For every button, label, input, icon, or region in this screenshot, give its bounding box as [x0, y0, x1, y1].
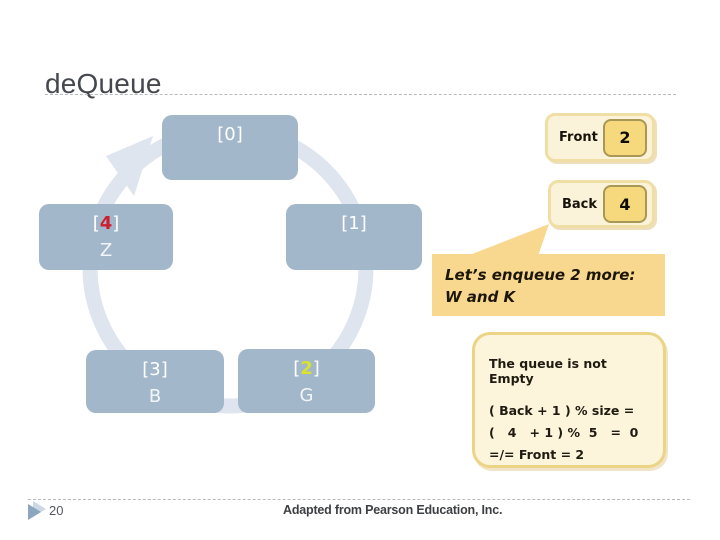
queue-status-panel: The queue is not Empty ( Back + 1 ) % si… [472, 332, 666, 468]
cell-value: Z [99, 240, 113, 261]
status-empty-word: Empty [489, 371, 534, 386]
page-number: 20 [49, 503, 64, 518]
cell-value: B [148, 386, 162, 407]
front-label: Front [559, 130, 598, 145]
formula-line-1: ( Back + 1 ) % size = [489, 403, 635, 418]
cell-index-label: [3] [142, 359, 168, 380]
footer-credit: Adapted from Pearson Education, Inc. [283, 503, 503, 517]
formula-line-3: =/= Front = 2 [489, 447, 585, 462]
status-title: The queue is not Empty [489, 356, 607, 386]
back-value: 4 [603, 185, 647, 223]
queue-cell-3: [3] B [86, 350, 224, 413]
queue-cell-2: [2] G [238, 349, 375, 413]
enqueue-callout: Let’s enqueue 2 more: W and K [432, 254, 665, 316]
queue-cell-1: [1] [286, 204, 422, 270]
footer-divider [28, 499, 690, 500]
back-tracker: Back 4 [548, 180, 655, 228]
cell-index-label: [0] [217, 124, 243, 145]
front-index-highlight: 2 [300, 358, 313, 379]
page-title: deQueue [45, 67, 162, 99]
formula-block: ( Back + 1 ) % size = ( 4 + 1 ) % 5 = 0 … [489, 400, 655, 466]
cell-index-label: [4] [92, 213, 120, 234]
callout-pointer [467, 224, 549, 256]
queue-cell-4: [4] Z [39, 204, 173, 270]
cell-value: G [299, 385, 314, 406]
title-divider [45, 94, 676, 95]
footer-bullet-icon [28, 504, 41, 520]
formula-line-2: ( 4 + 1 ) % 5 = 0 [489, 425, 639, 440]
front-tracker: Front 2 [545, 113, 655, 162]
cell-index-label: [2] [293, 358, 320, 379]
back-label: Back [562, 196, 598, 212]
circle-arrowhead-icon [106, 136, 153, 196]
back-index-highlight: 4 [99, 213, 113, 234]
callout-line-1: Let’s enqueue 2 more: [445, 266, 636, 284]
cell-index-label: [1] [341, 213, 367, 234]
callout-line-2: W and K [445, 288, 516, 306]
front-value: 2 [603, 118, 647, 157]
queue-cell-0: [0] [162, 115, 298, 180]
